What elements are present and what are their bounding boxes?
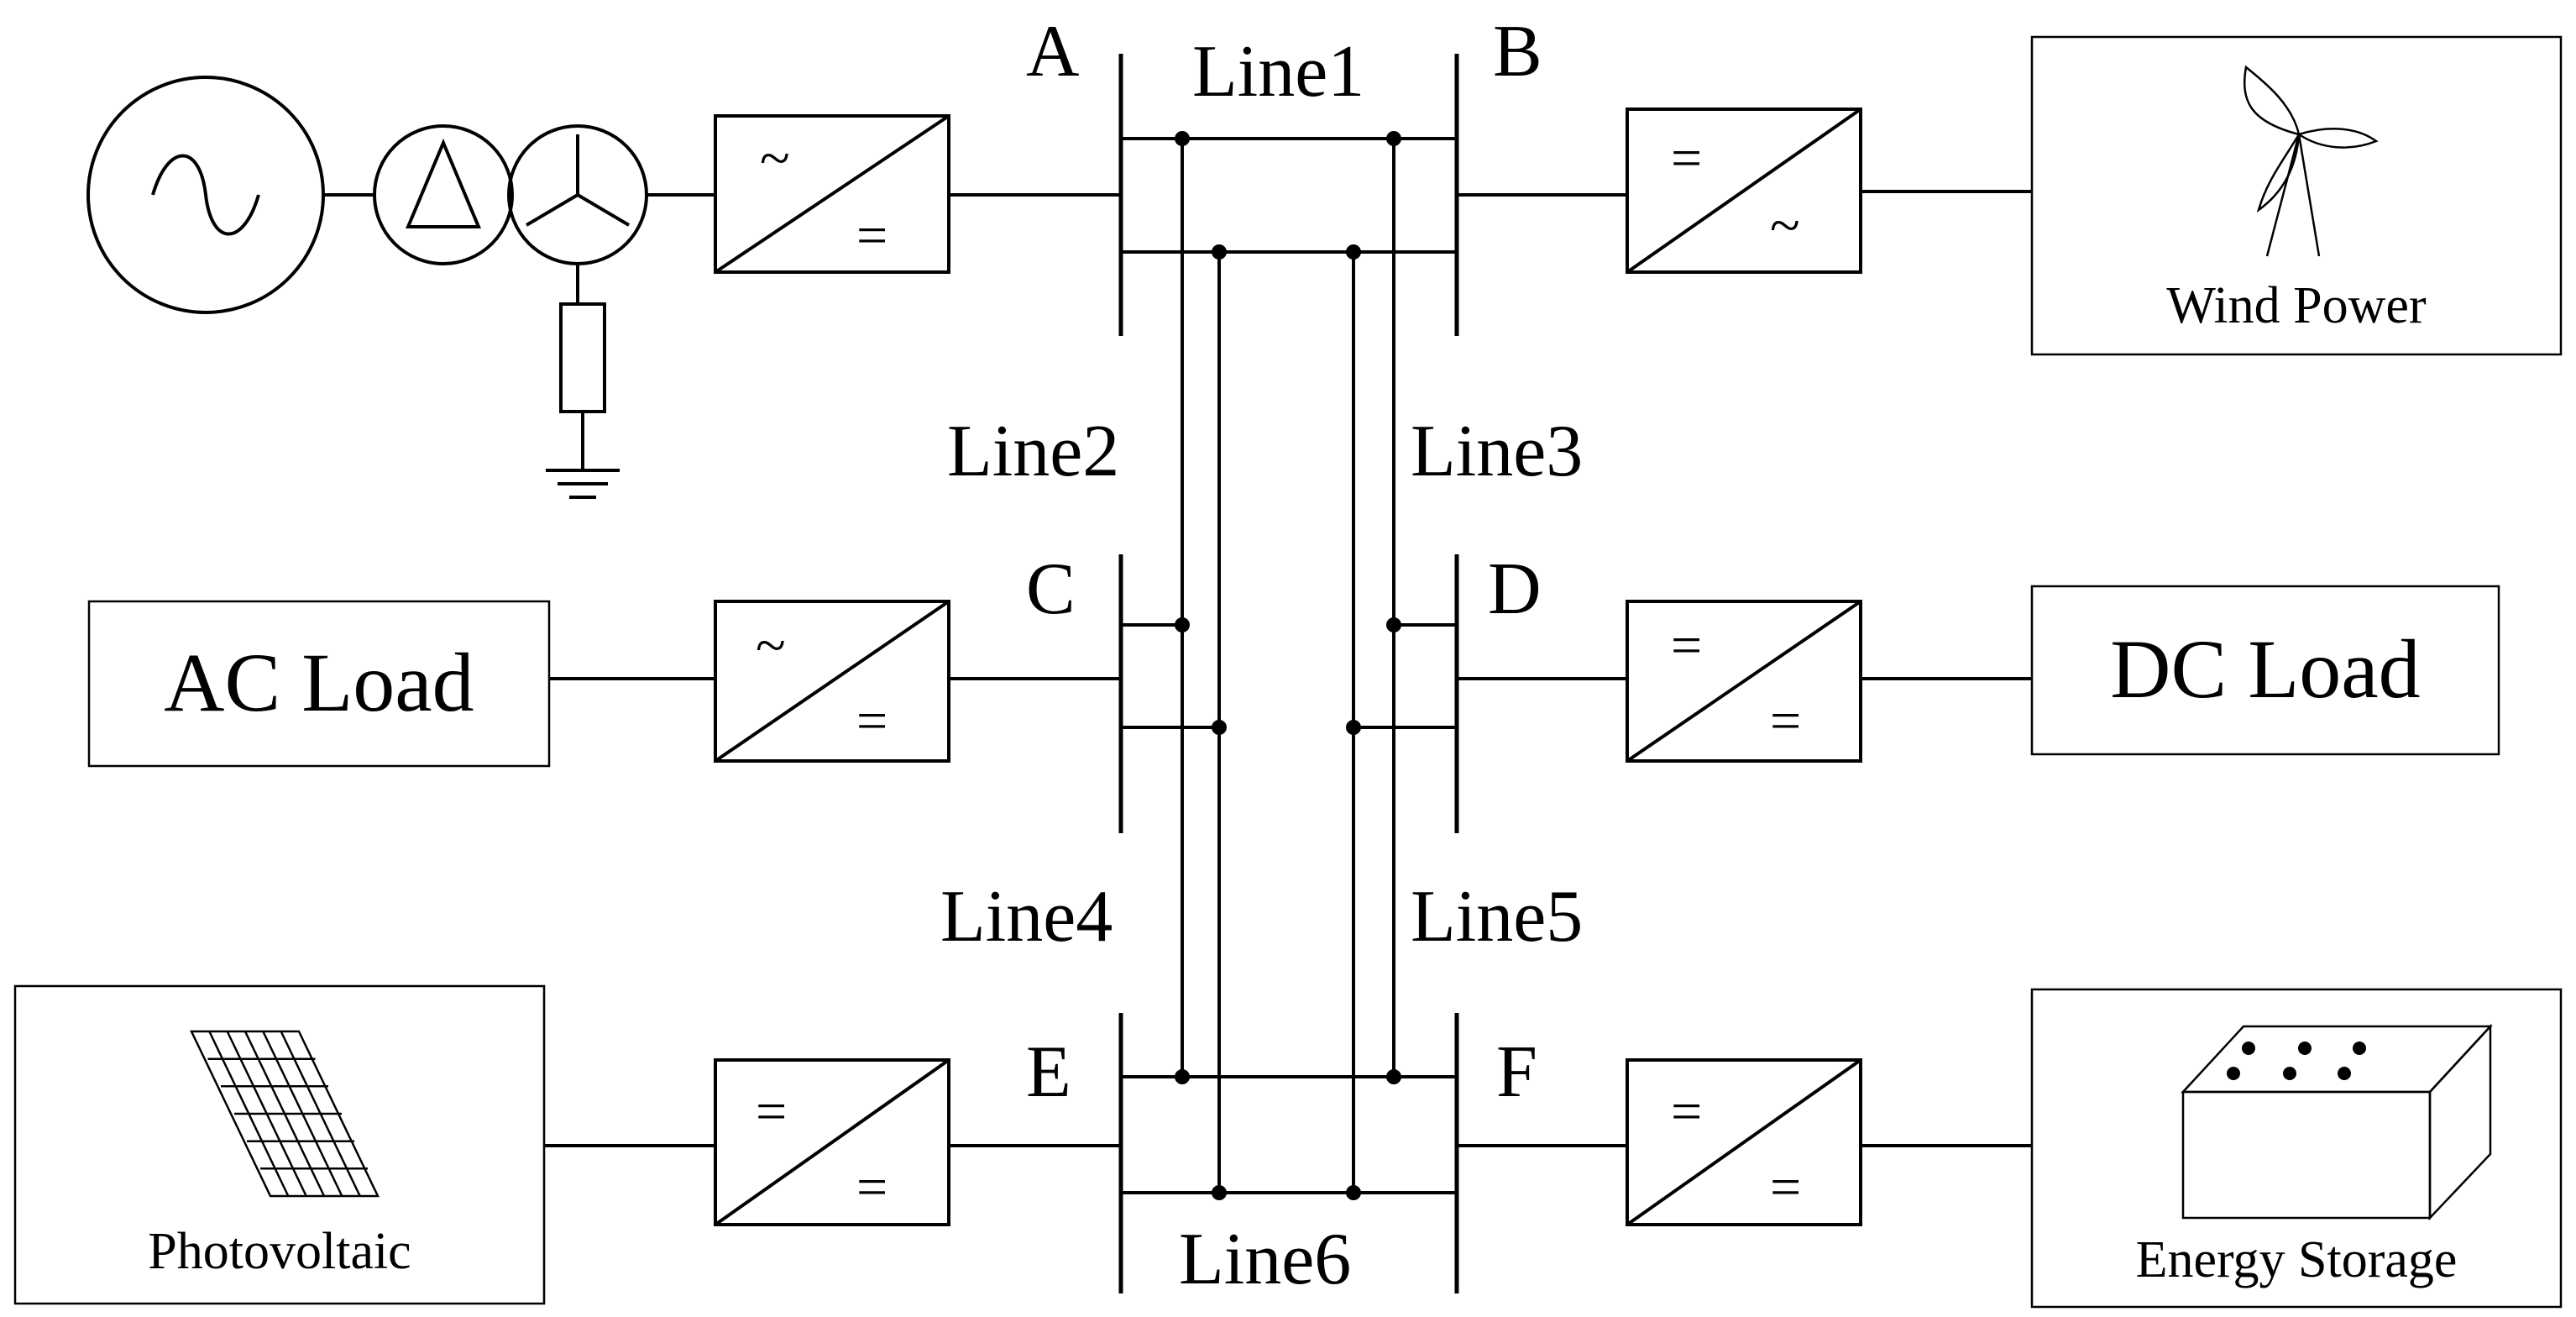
ac-load-box	[87, 600, 551, 768]
energy-storage-box	[2030, 988, 2563, 1309]
photovoltaic-label: Photovoltaic	[148, 1223, 411, 1280]
dc-symbol: =	[856, 205, 887, 266]
dc-symbol: =	[1770, 1157, 1801, 1218]
dc-symbol: =	[856, 1157, 887, 1218]
wind-power-label: Wind Power	[2166, 277, 2427, 334]
bus-c-label: C	[1026, 548, 1076, 630]
converter-a: ~ =	[714, 114, 1121, 274]
line5-label: Line5	[1411, 876, 1583, 958]
ac-symbol: ~	[756, 615, 786, 676]
line6-label: Line6	[1179, 1219, 1351, 1300]
ac-load-block: AC Load ~ =	[87, 600, 1121, 768]
dc-symbol: =	[856, 690, 887, 752]
grounding-resistor	[559, 302, 606, 413]
line4-label: Line4	[940, 876, 1113, 958]
line1-label: Line1	[1192, 31, 1364, 113]
bus-a-label: A	[1026, 11, 1080, 92]
wind-turbine-icon	[2243, 65, 2379, 257]
line2-label: Line2	[947, 411, 1119, 492]
dc-symbol: =	[1671, 615, 1702, 676]
ac-source-icon	[151, 154, 260, 236]
dc-symbol: =	[1671, 1081, 1702, 1142]
delta-winding-icon	[405, 138, 482, 228]
wye-winding-icon	[525, 134, 631, 227]
bus-f-label: F	[1496, 1031, 1537, 1113]
dc-symbol: =	[1671, 128, 1702, 189]
bus-b-label: B	[1493, 11, 1542, 92]
energy-storage-label: Energy Storage	[2136, 1231, 2458, 1288]
ground-icon	[546, 469, 620, 499]
bus-d-label: D	[1488, 548, 1542, 630]
solar-panel-icon	[190, 1030, 380, 1198]
transformer	[373, 124, 715, 499]
dc-symbol: =	[756, 1081, 787, 1142]
ac-symbol: ~	[1770, 195, 1800, 256]
wind-power-block: = ~ Wind Power	[1457, 35, 2563, 356]
dc-load-block: = = DC Load	[1457, 585, 2500, 763]
dc-load-box	[2030, 585, 2500, 756]
line3-label: Line3	[1411, 411, 1583, 492]
grid-source	[86, 76, 374, 314]
battery-icon	[2181, 1023, 2493, 1221]
dc-symbol: =	[1770, 690, 1801, 752]
dc-network: A B C D E F Line1 Line2 Line3 Line4 Line…	[940, 11, 1583, 1300]
junction-dots	[1175, 131, 1401, 1200]
dc-load-label: DC Load	[2110, 622, 2420, 716]
photovoltaic-block: Photovoltaic = =	[13, 984, 1121, 1305]
ac-load-label: AC Load	[164, 636, 474, 729]
energy-storage-block: = = Energy Storage	[1457, 988, 2563, 1309]
bus-e-label: E	[1026, 1031, 1071, 1113]
ac-symbol: ~	[760, 128, 790, 189]
wind-power-box	[2030, 35, 2563, 356]
